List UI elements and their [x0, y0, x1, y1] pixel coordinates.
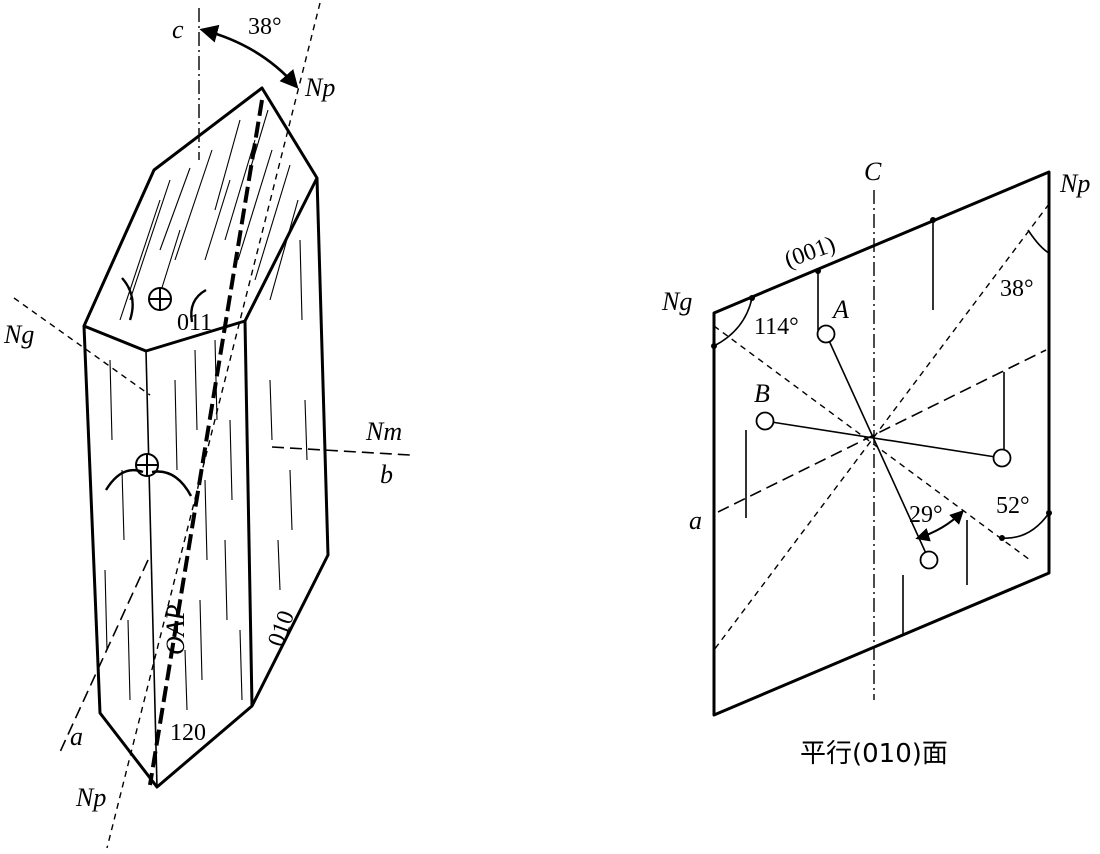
angle-arc-52: [1001, 512, 1050, 539]
label-29: 29°: [909, 502, 943, 528]
label-ng: Ng: [3, 320, 34, 349]
optic-axis-symbol-bottom: [104, 453, 193, 497]
oap-line: [148, 99, 264, 786]
optic-axis-point-b-end: [992, 448, 1012, 468]
a-axis-line: [717, 349, 1047, 513]
label-np-top: Np: [304, 73, 335, 102]
label-np-bottom: Np: [75, 783, 106, 812]
label-52: 52°: [996, 493, 1030, 519]
label-oap: OAP: [161, 604, 190, 655]
top-face-hatching: [119, 109, 299, 321]
label-120: 120: [170, 720, 206, 746]
angle-arc-29: [915, 510, 964, 542]
optic-axis-symbol-top: [121, 277, 207, 323]
optic-axis-point-b: [755, 411, 775, 431]
cleavage-marks: [745, 220, 1005, 635]
label-angle-38: 38°: [248, 14, 282, 40]
label-001: (001): [781, 231, 839, 273]
section-010-figure: C Np (001) Ng 114° A 38° B a 29° 52° 平行(…: [661, 157, 1090, 769]
label-np: Np: [1059, 169, 1090, 198]
label-c-axis: C: [864, 157, 882, 186]
label-point-a: A: [831, 295, 849, 324]
angle-arc-114: [713, 297, 753, 347]
label-114: 114°: [754, 314, 799, 340]
section-outline: [712, 170, 1051, 717]
label-38: 38°: [1000, 276, 1034, 302]
ng-axis-line: [13, 297, 151, 396]
b-axis-line: [271, 446, 411, 456]
label-c: c: [172, 15, 184, 44]
label-010: 010: [263, 607, 300, 650]
caption: 平行(010)面: [800, 739, 948, 769]
optic-axis-point-a: [816, 324, 836, 344]
ng-direction-line: [713, 325, 1031, 561]
angle-arc-c-np: [199, 24, 299, 89]
np-direction-line: [713, 203, 1050, 651]
face-011-edge: [83, 177, 319, 353]
optic-axis-line-a: [825, 333, 930, 561]
label-a: a: [70, 722, 83, 751]
crystal-figure: c 38° Np Ng 011 Nm b OAP 010 a 120 Np: [3, 2, 411, 849]
label-nm: Nm: [365, 417, 402, 446]
angle-arc-38: [1027, 229, 1050, 254]
label-point-b: B: [754, 379, 770, 408]
optic-axis-line-b: [764, 420, 1003, 459]
side-face-hatching: [104, 239, 308, 711]
label-011: 011: [177, 310, 212, 336]
np-axis-line: [106, 2, 321, 849]
optic-axis-point-a-end: [919, 550, 939, 570]
label-a-axis: a: [689, 506, 702, 535]
label-ng: Ng: [661, 287, 692, 316]
face-front-edge-right: [243, 320, 254, 707]
label-b: b: [380, 460, 393, 489]
face-front-edge-left: [145, 350, 158, 788]
